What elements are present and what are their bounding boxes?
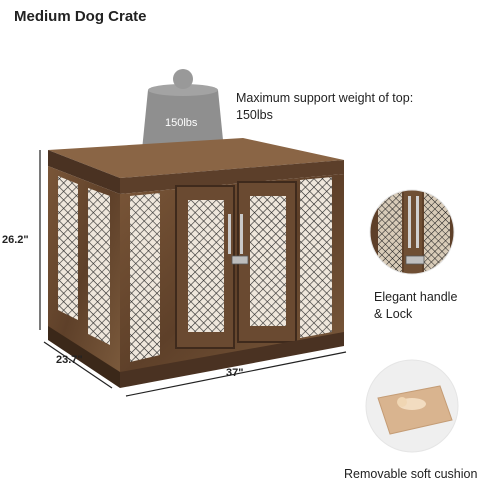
handle-detail-image bbox=[370, 190, 454, 274]
handle-caption: Elegant handle & Lock bbox=[374, 289, 457, 323]
width-dimension: 37" bbox=[226, 367, 244, 379]
weight-value: 150lbs bbox=[236, 108, 273, 122]
weight-icon bbox=[142, 69, 224, 154]
height-dimension: 26.2" bbox=[2, 234, 29, 246]
dog-crate bbox=[48, 138, 344, 388]
cushion-detail-image bbox=[366, 360, 458, 452]
depth-dimension: 23.7" bbox=[56, 354, 83, 366]
cushion-caption: Removable soft cushion bbox=[344, 467, 478, 481]
handle-caption-line1: Elegant handle bbox=[374, 290, 458, 304]
weight-note: Maximum support weight of top: 150lbs bbox=[236, 90, 413, 124]
weight-label: Maximum support weight of top: bbox=[236, 91, 414, 105]
handle-caption-line2: & Lock bbox=[374, 307, 413, 321]
weight-badge: 150lbs bbox=[165, 117, 198, 129]
dimension-lines bbox=[39, 150, 347, 397]
page-title: Medium Dog Crate bbox=[14, 8, 147, 25]
